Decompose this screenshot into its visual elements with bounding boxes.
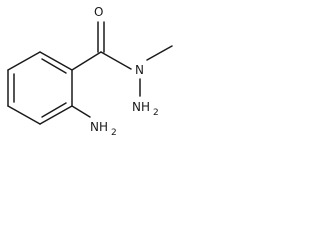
nitrogen-methyl-bond — [146, 45, 173, 61]
aryl-amine-subscript: 2 — [111, 128, 117, 138]
ring-to-amine-bond — [71, 105, 91, 118]
ring-bond-6 — [7, 51, 41, 71]
ring-to-carbonyl-bond — [71, 51, 102, 71]
terminal-amine-element: NH — [132, 100, 150, 114]
ring-bond-4 — [7, 105, 41, 125]
carbonyl-to-nitrogen-bond — [100, 51, 132, 70]
aryl-amine-label: NH 2 — [90, 120, 117, 138]
ring-bond-1 — [39, 51, 73, 71]
ring-inner-bond-b — [41, 102, 67, 118]
hydrazide-nitrogen-label: N — [135, 63, 144, 77]
terminal-amine-label: NH 2 — [132, 100, 159, 118]
aryl-amine-element: NH — [90, 120, 108, 134]
ring-inner-bond-a — [41, 58, 67, 74]
ring-bond-3 — [39, 105, 73, 125]
carbonyl-oxygen-label: O — [94, 5, 103, 19]
benzene-ring — [7, 51, 73, 125]
structure-diagram: O N NH 2 NH 2 — [7, 5, 173, 138]
terminal-amine-subscript: 2 — [153, 108, 159, 118]
